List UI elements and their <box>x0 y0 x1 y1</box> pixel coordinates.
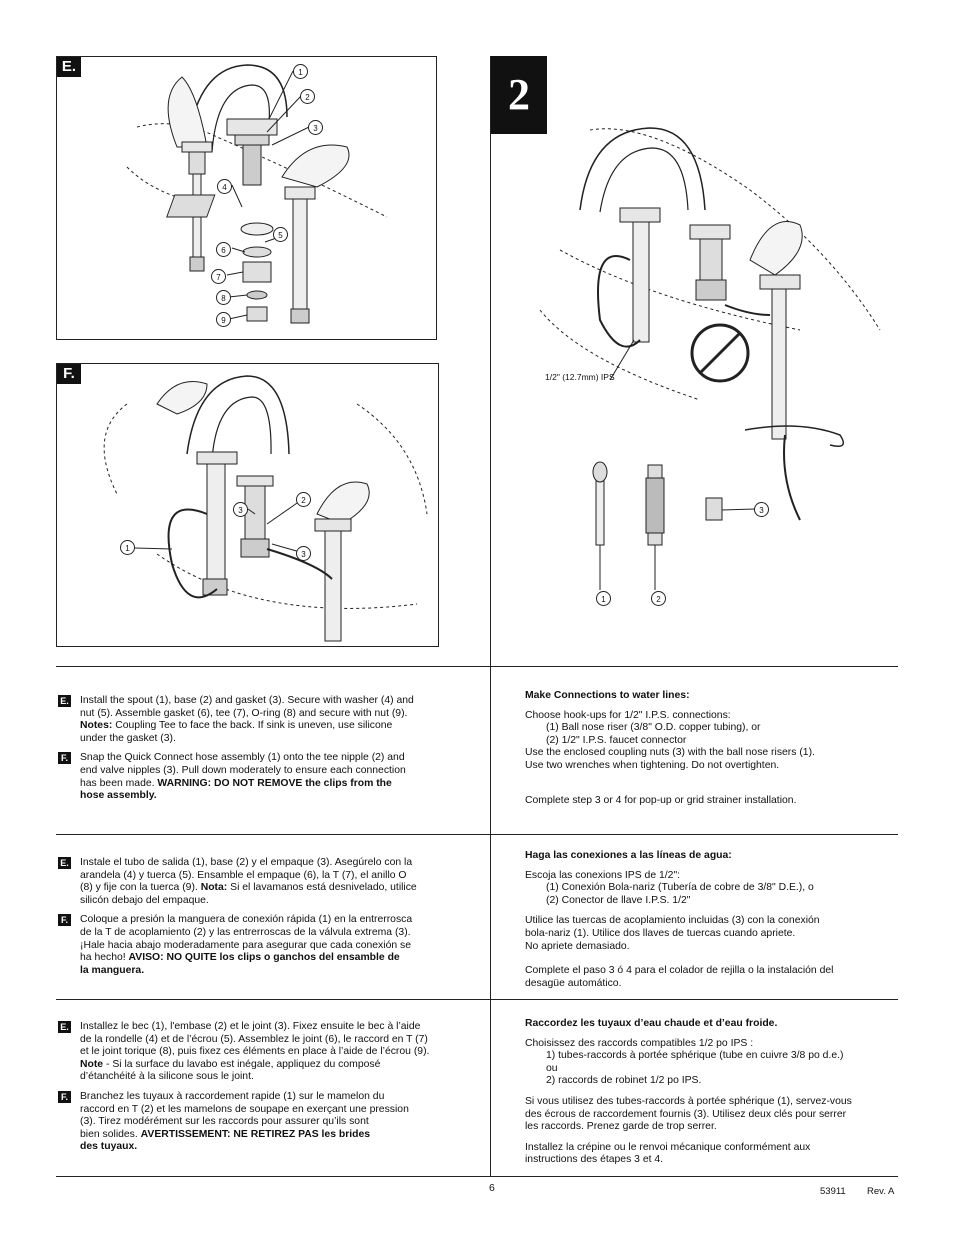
figure-e-panel: E. 1 2 3 4 5 6 7 8 9 <box>56 56 437 340</box>
french-connections: Raccordez les tuyaux d’eau chaude et d’e… <box>525 1018 900 1167</box>
figure-f-illustration <box>103 375 428 642</box>
callout-e-3: 3 <box>308 120 323 135</box>
figure-e-illustration <box>126 64 388 324</box>
pipe-size-label: 1/2" (12.7mm) IPS <box>545 372 615 382</box>
figure-e-label: E. <box>57 57 81 77</box>
spanish-step-e: E. Instale el tubo de salida (1), base (… <box>58 857 488 907</box>
callout-e-7: 7 <box>211 269 226 284</box>
french-instructions: E. Installez le bec (1), l'embase (2) et… <box>58 1021 488 1161</box>
page-number: 6 <box>489 1183 495 1194</box>
callout-e-5: 5 <box>273 227 288 242</box>
english-f-badge: F. <box>58 752 71 765</box>
spanish-connections: Haga las conexiones a las líneas de agua… <box>525 850 895 990</box>
english-step-f: F. Snap the Quick Connect hose assembly … <box>58 752 488 802</box>
french-f-badge: F. <box>58 1090 71 1103</box>
french-step-f: F. Branchez les tuyaux à raccordement ra… <box>58 1090 488 1154</box>
callout-step-2: 2 <box>651 591 666 606</box>
callout-e-1: 1 <box>293 64 308 79</box>
callout-f-1: 1 <box>120 540 135 555</box>
callout-step-3: 3 <box>754 502 769 517</box>
callout-step-1: 1 <box>596 591 611 606</box>
callout-e-6: 6 <box>216 242 231 257</box>
row-divider-1 <box>56 666 898 667</box>
spanish-instructions: E. Instale el tubo de salida (1), base (… <box>58 857 488 984</box>
english-e-badge: E. <box>58 695 71 707</box>
spanish-step-f: F. Coloque a presión la manguera de cone… <box>58 914 488 977</box>
french-connections-title: Raccordez les tuyaux d’eau chaude et d’e… <box>525 1018 778 1029</box>
row-divider-2 <box>56 834 898 835</box>
spanish-e-badge: E. <box>58 857 71 869</box>
step-number-badge: 2 <box>491 56 547 134</box>
row-divider-3 <box>56 999 898 1000</box>
spanish-f-badge: F. <box>58 914 71 927</box>
callout-e-2: 2 <box>300 89 315 104</box>
column-divider <box>490 56 491 1176</box>
callout-f-3b: 3 <box>296 546 311 561</box>
callout-e-8: 8 <box>216 290 231 305</box>
row-divider-4 <box>56 1176 898 1177</box>
english-connections: Make Connections to water lines: Choose … <box>525 690 895 807</box>
callout-e-9: 9 <box>216 312 231 327</box>
spanish-connections-title: Haga las conexiones a las líneas de agua… <box>525 850 732 861</box>
figure-f-panel: F. 1 2 3 3 <box>56 363 439 647</box>
english-connections-title: Make Connections to water lines: <box>525 690 690 701</box>
french-step-e: E. Installez le bec (1), l'embase (2) et… <box>58 1021 488 1084</box>
callout-f-3a: 3 <box>233 502 248 517</box>
revision-label: Rev. A <box>867 1186 895 1197</box>
document-number: 53911 <box>820 1186 846 1197</box>
callout-e-4: 4 <box>217 179 232 194</box>
english-instructions: E. Install the spout (1), base (2) and g… <box>58 695 488 810</box>
callout-f-2: 2 <box>296 492 311 507</box>
figure-f-label: F. <box>57 364 81 384</box>
french-e-badge: E. <box>58 1021 71 1033</box>
english-step-e: E. Install the spout (1), base (2) and g… <box>58 695 488 745</box>
step-2-illustration <box>539 127 881 590</box>
